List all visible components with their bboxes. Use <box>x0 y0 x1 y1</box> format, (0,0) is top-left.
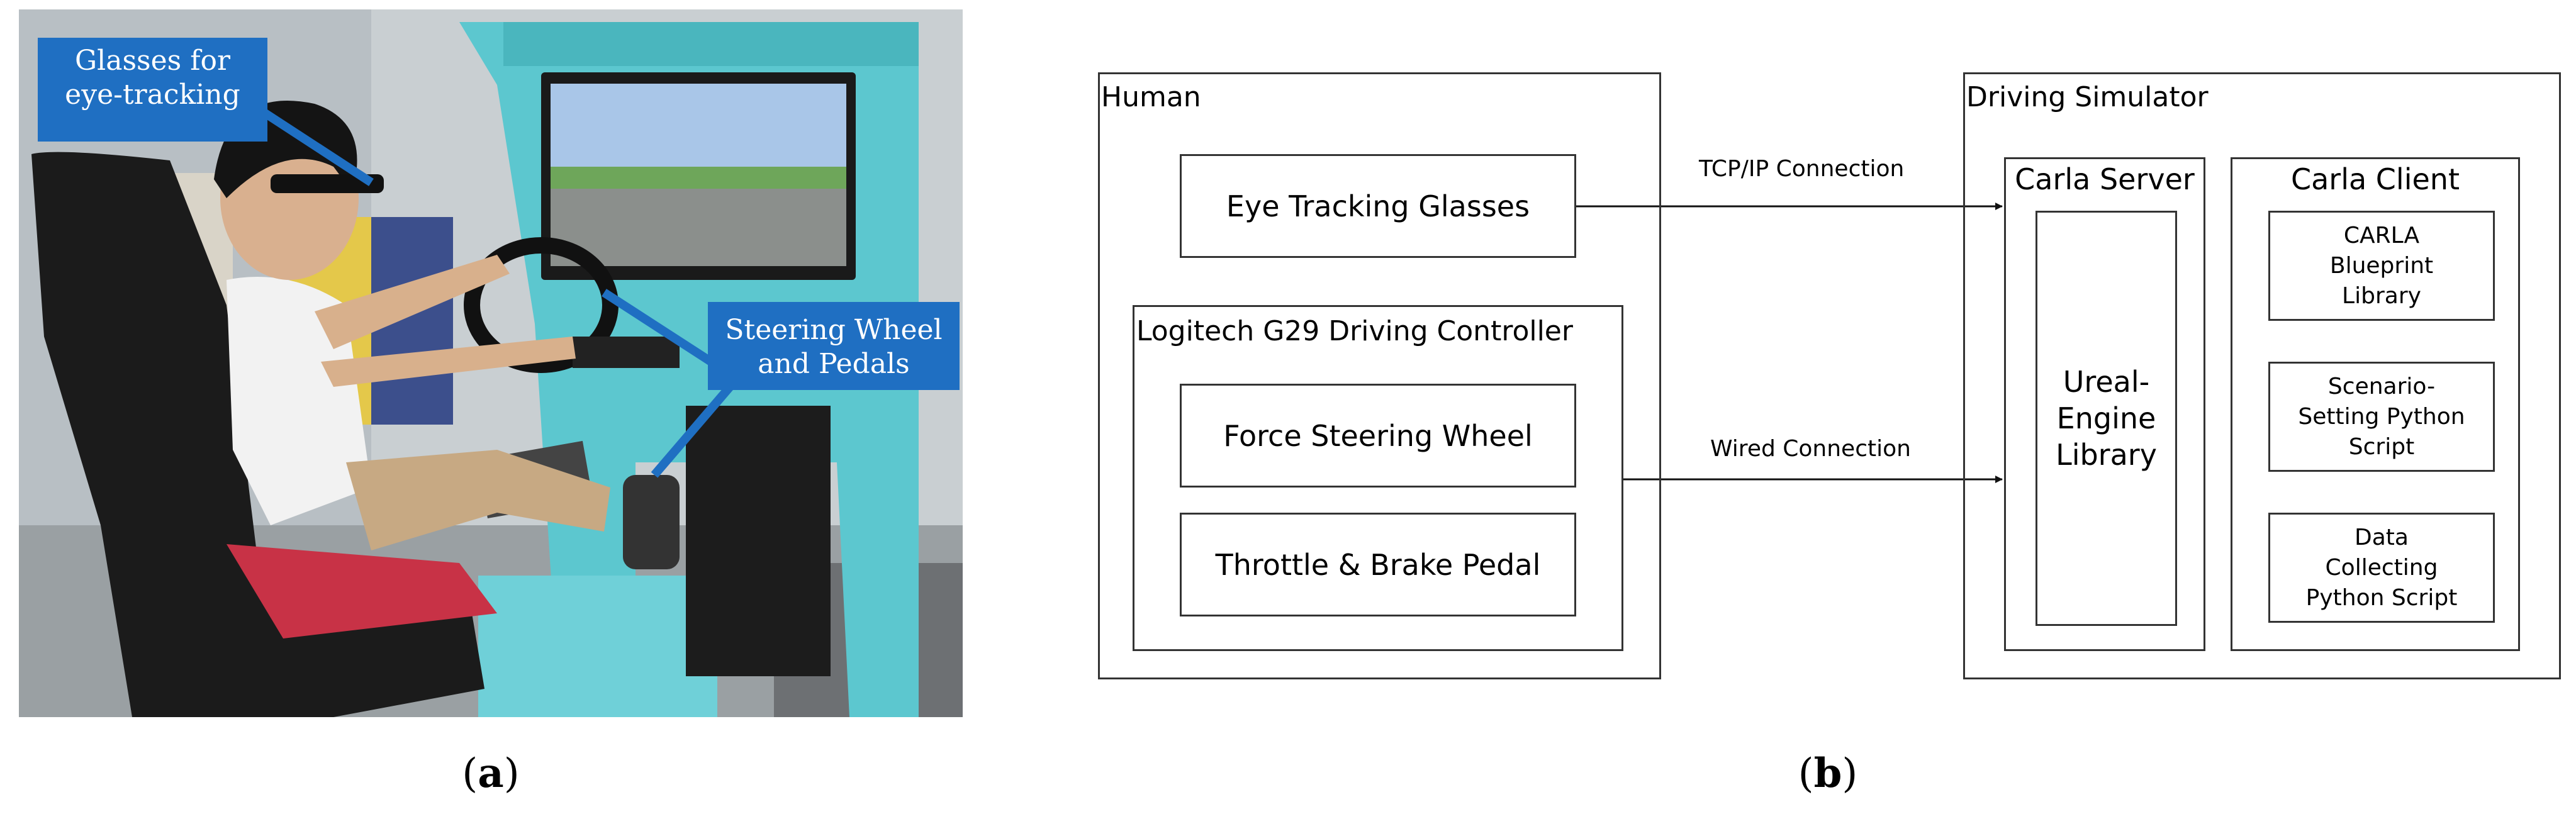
throttle-brake-pedal-box: Throttle & Brake Pedal <box>1180 513 1576 616</box>
force-steering-wheel-box: Force Steering Wheel <box>1180 384 1576 488</box>
panel-b-label: (b) <box>1765 749 1891 799</box>
panel-b-paren-open: ( <box>1798 750 1814 797</box>
panel-a-label: (a) <box>428 749 554 799</box>
data-collecting-script-label: Data Collecting Python Script <box>2305 524 2458 611</box>
carla-client-box <box>2231 157 2520 651</box>
carla-blueprint-library-box: CARLA Blueprint Library <box>2268 211 2495 321</box>
force-steering-wheel-label: Force Steering Wheel <box>1223 418 1533 453</box>
human-group-box <box>1098 72 1661 679</box>
tcp-connection-label: TCP/IP Connection <box>1699 156 1905 182</box>
eye-tracking-glasses-box: Eye Tracking Glasses <box>1180 154 1576 258</box>
scenario-setting-script-label: Scenario-Setting Python Script <box>2298 373 2465 460</box>
carla-server-title: Carla Server <box>2015 162 2195 196</box>
panel-a-letter: a <box>478 750 504 797</box>
wired-connection-label: Wired Connection <box>1710 436 1911 462</box>
human-title: Human <box>1101 81 1201 113</box>
g29-controller-box <box>1133 305 1623 651</box>
scenario-setting-script-box: Scenario-Setting Python Script <box>2268 362 2495 472</box>
unreal-engine-library-box: Ureal-Engine Library <box>2036 211 2177 626</box>
unreal-engine-library-label: Ureal-Engine Library <box>2056 365 2157 472</box>
panel-a-paren-close: ) <box>503 750 520 797</box>
driving-simulator-title: Driving Simulator <box>1966 81 2209 113</box>
driving-simulator-photo: Glasses for eye-tracking Steering Wheel … <box>19 9 963 717</box>
g29-controller-title: Logitech G29 Driving Controller <box>1136 315 1573 347</box>
carla-client-title: Carla Client <box>2291 162 2460 196</box>
glasses-callout: Glasses for eye-tracking <box>38 38 267 142</box>
carla-blueprint-library-label: CARLA Blueprint Library <box>2329 222 2434 309</box>
carla-server-box <box>2004 157 2205 651</box>
driving-simulator-box <box>1963 72 2561 679</box>
data-collecting-script-box: Data Collecting Python Script <box>2268 513 2495 623</box>
panel-b-letter: b <box>1813 750 1842 797</box>
throttle-brake-pedal-label: Throttle & Brake Pedal <box>1215 547 1541 582</box>
panel-a-paren-open: ( <box>462 750 478 797</box>
panel-b-paren-close: ) <box>1842 750 1858 797</box>
steering-wheel-callout: Steering Wheel and Pedals <box>708 302 960 390</box>
eye-tracking-glasses-label: Eye Tracking Glasses <box>1226 189 1530 223</box>
photo-illustration <box>19 9 963 717</box>
